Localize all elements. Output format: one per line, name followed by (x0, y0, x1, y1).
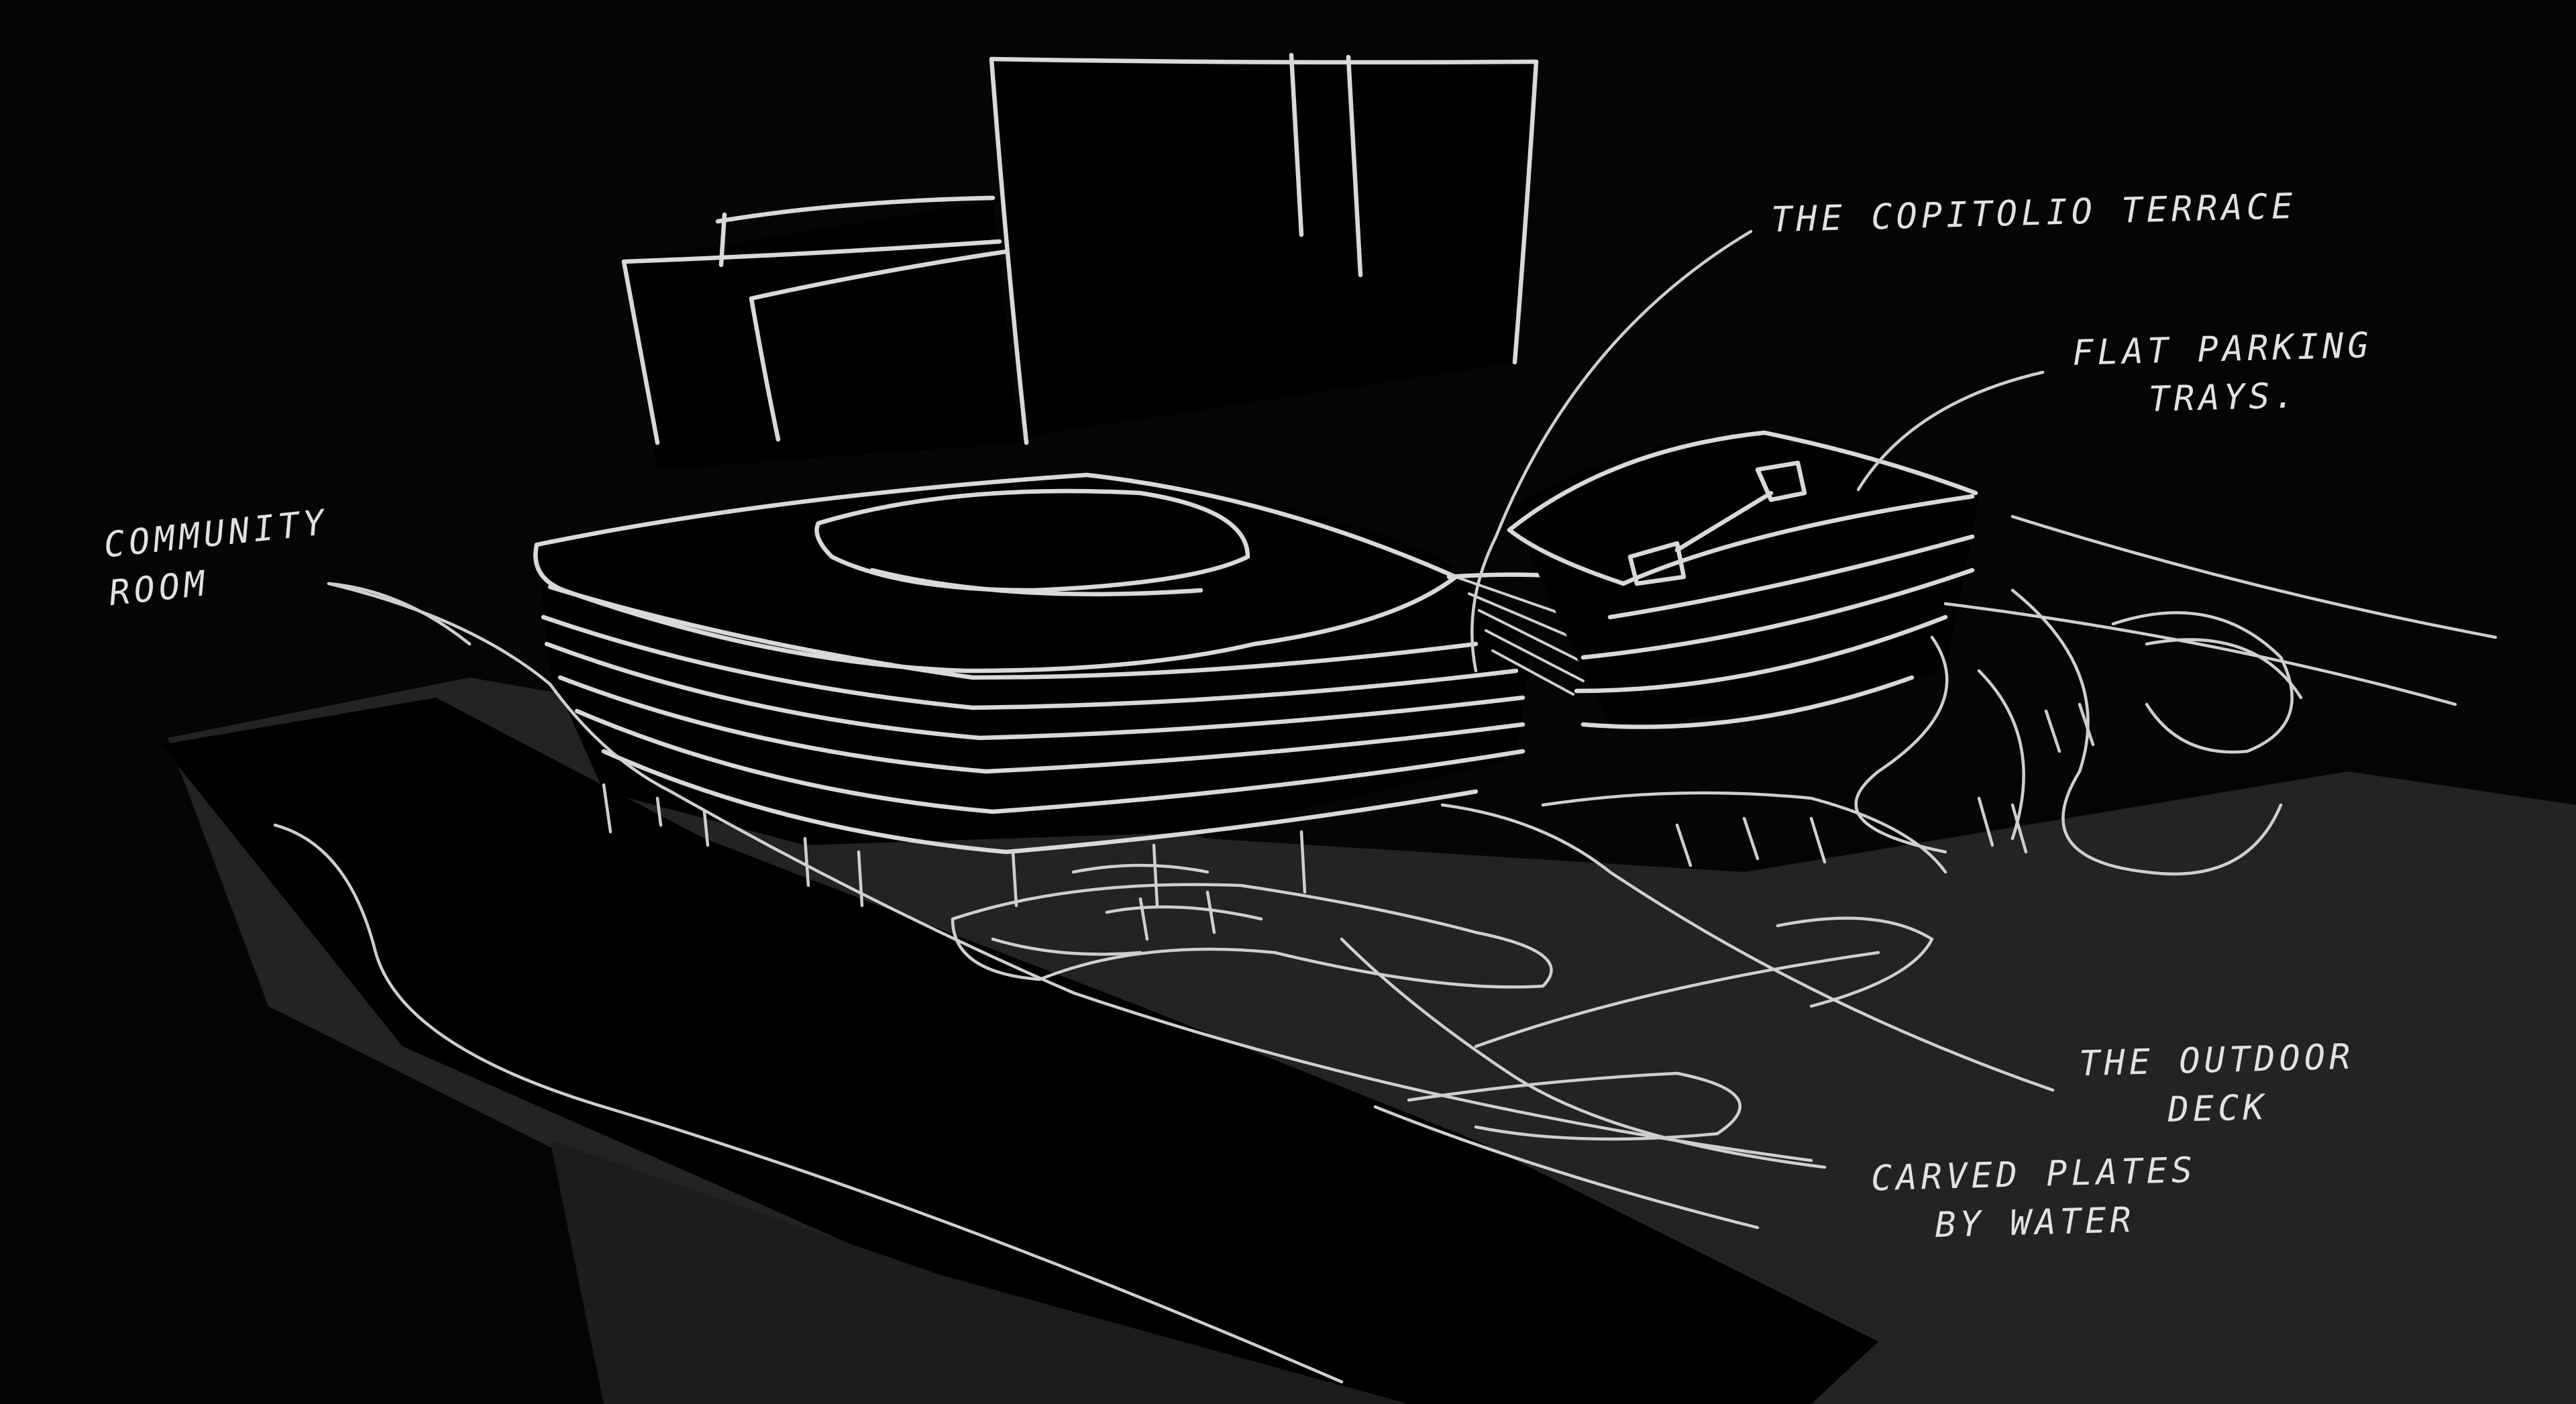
background-towers (621, 52, 1539, 470)
site-ground (161, 678, 2576, 1404)
leader-lines (327, 229, 2055, 1169)
annotation-outdoor-deck: THE OUTDOOR DECK (2078, 1036, 2355, 1130)
parking-building (1507, 429, 1979, 729)
site-edges (273, 515, 2498, 1384)
main-building (533, 472, 1529, 908)
annotation-carved-plates: CARVED PLATES BY WATER (1870, 1150, 2197, 1246)
annotation-parking-trays: FLAT PARKING TRAYS. (2072, 325, 2373, 420)
